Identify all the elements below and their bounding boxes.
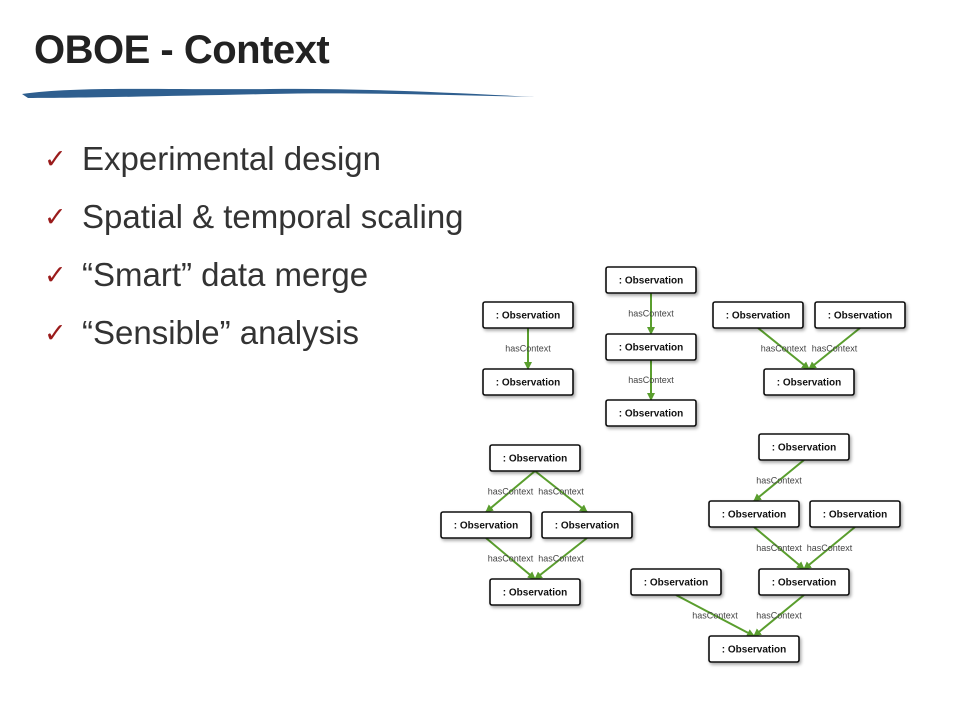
has-context-label: hasContext bbox=[628, 375, 674, 385]
has-context-arrow bbox=[675, 594, 755, 637]
has-context-arrow bbox=[803, 526, 856, 570]
has-context-label: hasContext bbox=[628, 309, 674, 319]
has-context-label: hasContext bbox=[488, 487, 534, 497]
observation-label: : Observation bbox=[555, 521, 619, 532]
observation-label: : Observation bbox=[619, 409, 683, 420]
has-context-label: hasContext bbox=[812, 344, 858, 354]
bullet-item: ✓ Experimental design bbox=[44, 130, 464, 188]
bullet-item: ✓ Spatial & temporal scaling bbox=[44, 188, 464, 246]
has-context-label: hasContext bbox=[756, 476, 802, 486]
bullet-item: ✓ “Sensible” analysis bbox=[44, 304, 464, 362]
observation-label: : Observation bbox=[777, 378, 841, 389]
title-underline-swoosh bbox=[22, 88, 535, 98]
has-context-arrow bbox=[753, 594, 805, 637]
has-context-arrow bbox=[485, 537, 536, 580]
observation-node: : Observation bbox=[440, 511, 532, 539]
observation-node: : Observation bbox=[809, 500, 901, 528]
has-context-arrow bbox=[753, 459, 805, 502]
observation-label: : Observation bbox=[828, 311, 892, 322]
has-context-label: hasContext bbox=[488, 554, 534, 564]
observation-label: : Observation bbox=[503, 588, 567, 599]
has-context-arrow bbox=[534, 537, 588, 580]
observation-node: : Observation bbox=[814, 301, 906, 329]
observation-node: : Observation bbox=[605, 333, 697, 361]
has-context-arrow bbox=[757, 327, 810, 370]
has-context-arrow bbox=[753, 526, 805, 570]
has-context-label: hasContext bbox=[756, 543, 802, 553]
observation-label: : Observation bbox=[619, 276, 683, 287]
has-context-label: hasContext bbox=[761, 344, 807, 354]
observation-node: : Observation bbox=[708, 635, 800, 663]
slide-title: OBOE - Context bbox=[34, 28, 330, 72]
bullet-text: “Smart” data merge bbox=[82, 256, 369, 293]
observation-label: : Observation bbox=[644, 578, 708, 589]
observation-label: : Observation bbox=[496, 311, 560, 322]
observation-node: : Observation bbox=[712, 301, 804, 329]
bullet-list: ✓ Experimental design ✓ Spatial & tempor… bbox=[44, 130, 464, 362]
bullet-text: “Sensible” analysis bbox=[82, 314, 359, 351]
has-context-label: hasContext bbox=[807, 543, 853, 553]
has-context-arrow bbox=[485, 470, 536, 513]
observation-label: : Observation bbox=[454, 521, 518, 532]
observation-node: : Observation bbox=[489, 444, 581, 472]
checkmark-icon: ✓ bbox=[44, 143, 67, 174]
has-context-arrow bbox=[808, 327, 861, 370]
bullet-item: ✓ “Smart” data merge bbox=[44, 246, 464, 304]
bullet-text: Spatial & temporal scaling bbox=[82, 198, 464, 235]
observation-label: : Observation bbox=[823, 510, 887, 521]
observation-label: : Observation bbox=[503, 454, 567, 465]
observation-node: : Observation bbox=[630, 568, 722, 596]
observation-label: : Observation bbox=[619, 343, 683, 354]
has-context-arrow bbox=[534, 470, 588, 513]
checkmark-icon: ✓ bbox=[44, 259, 67, 290]
observation-node: : Observation bbox=[605, 399, 697, 427]
observation-node: : Observation bbox=[758, 568, 850, 596]
observation-node: : Observation bbox=[541, 511, 633, 539]
has-context-label: hasContext bbox=[538, 487, 584, 497]
observation-label: : Observation bbox=[722, 510, 786, 521]
checkmark-icon: ✓ bbox=[44, 201, 67, 232]
has-context-label: hasContext bbox=[756, 611, 802, 621]
observation-label: : Observation bbox=[772, 443, 836, 454]
has-context-label: hasContext bbox=[505, 344, 551, 354]
observation-node: : Observation bbox=[482, 301, 574, 329]
observation-node: : Observation bbox=[482, 368, 574, 396]
has-context-label: hasContext bbox=[538, 554, 584, 564]
bullet-text: Experimental design bbox=[82, 140, 381, 177]
observation-label: : Observation bbox=[722, 645, 786, 656]
has-context-label: hasContext bbox=[692, 611, 738, 621]
observation-node: : Observation bbox=[605, 266, 697, 294]
observation-node: : Observation bbox=[489, 578, 581, 606]
observation-node: : Observation bbox=[758, 433, 850, 461]
observation-node: : Observation bbox=[708, 500, 800, 528]
observation-label: : Observation bbox=[496, 378, 560, 389]
observation-label: : Observation bbox=[772, 578, 836, 589]
observation-node: : Observation bbox=[763, 368, 855, 396]
observation-label: : Observation bbox=[726, 311, 790, 322]
checkmark-icon: ✓ bbox=[44, 317, 67, 348]
